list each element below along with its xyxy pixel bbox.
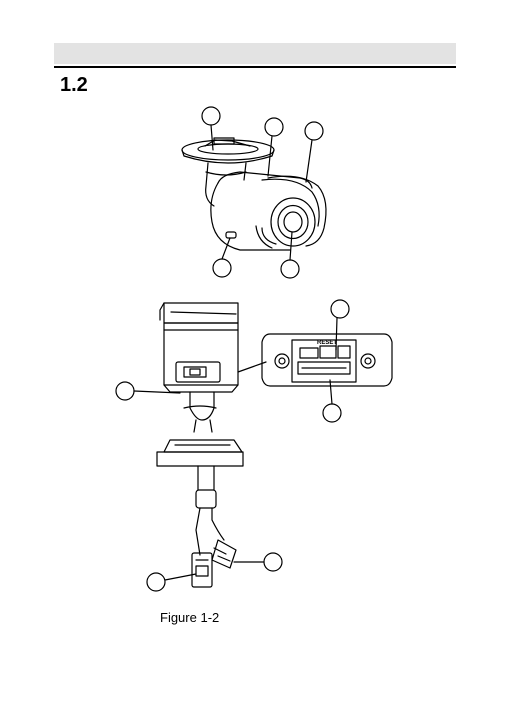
camera-isometric-view: [182, 107, 326, 278]
figure-caption: Figure 1-2: [160, 610, 219, 625]
network-connector: [192, 553, 212, 587]
interface-panel-inset: RESET: [238, 334, 392, 386]
sunshield: [268, 176, 326, 246]
cable: [198, 466, 214, 490]
lens: [284, 212, 302, 232]
back-connector: [176, 362, 220, 382]
mounting-base: [182, 140, 274, 160]
rear-mount-plate: [164, 440, 242, 452]
camera-rear-view: [116, 300, 349, 591]
reset-button: [300, 348, 318, 358]
panel-screw-right: [361, 354, 375, 368]
panel-screw-left: [275, 354, 289, 368]
power-connector: [212, 540, 236, 568]
reset-label: RESET: [317, 340, 337, 346]
